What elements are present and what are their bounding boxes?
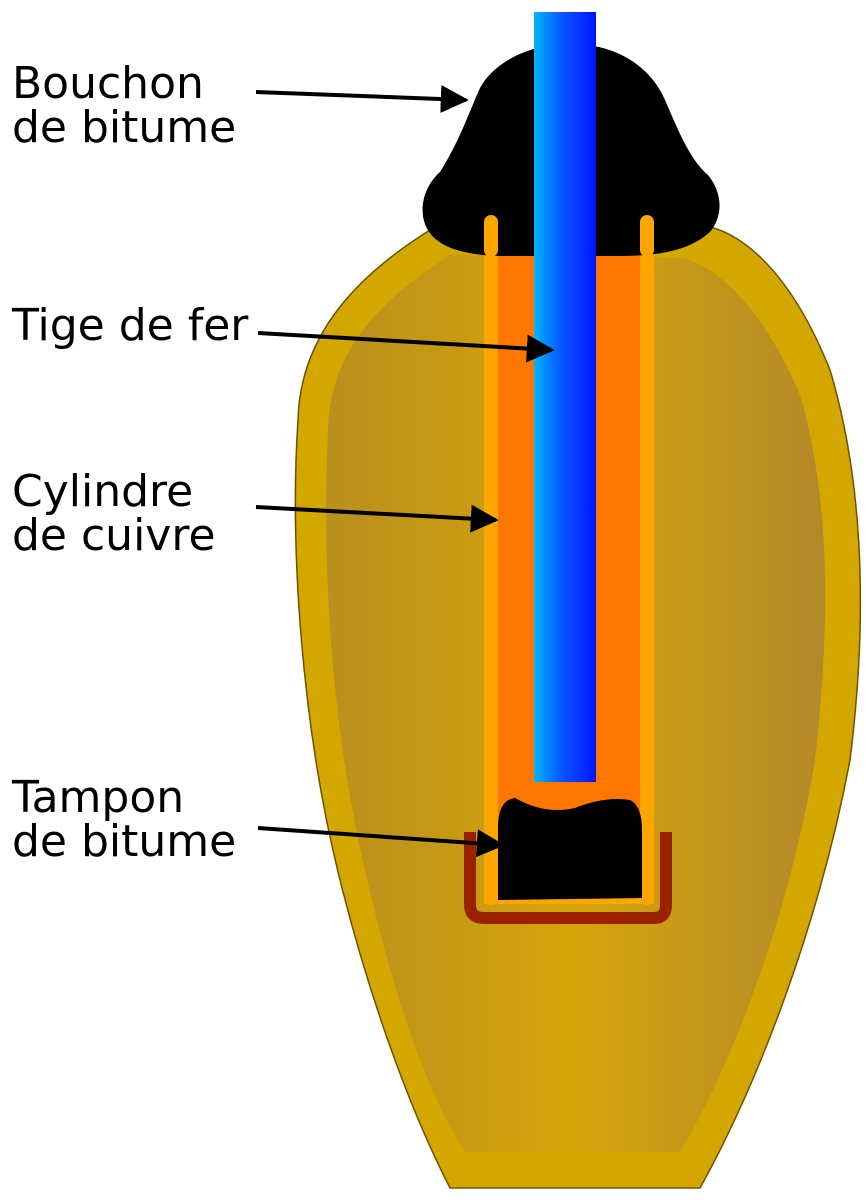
- copper-wall-top-left: [484, 215, 498, 257]
- arrow-tampon: [257, 826, 505, 858]
- copper-wall-top-right: [640, 215, 654, 257]
- label-copper-cylinder-line2: de cuivre: [12, 510, 216, 561]
- label-bitumen-tampon: Tampon de bitume: [12, 776, 236, 864]
- label-copper-cylinder-line1: Cylindre: [12, 466, 194, 517]
- label-iron-rod: Tige de fer: [12, 304, 248, 348]
- label-bitumen-tampon-line1: Tampon: [12, 772, 185, 823]
- label-copper-cylinder: Cylindre de cuivre: [12, 470, 216, 558]
- label-bitumen-stopper-line2: de bitume: [12, 102, 237, 153]
- arrow-bouchon: [255, 85, 469, 114]
- label-bitumen-tampon-line2: de bitume: [12, 816, 237, 867]
- label-bitumen-stopper: Bouchon de bitume: [12, 62, 236, 150]
- label-bitumen-stopper-line1: Bouchon: [12, 58, 204, 109]
- copper-wall-right: [640, 215, 654, 905]
- base-cup: [464, 832, 672, 924]
- copper-wall-left: [484, 215, 498, 905]
- arrow-tige: [257, 331, 555, 363]
- arrow-cylindre: [255, 504, 499, 533]
- label-iron-rod-line1: Tige de fer: [12, 300, 249, 351]
- bitumen-tampon: [498, 798, 642, 900]
- iron-rod: [534, 12, 596, 782]
